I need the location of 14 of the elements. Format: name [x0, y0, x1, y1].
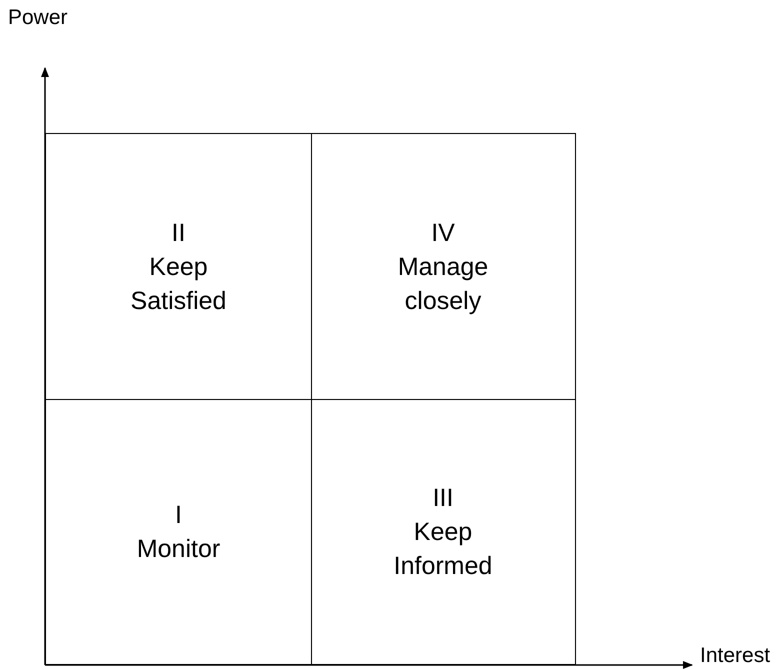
axis-label: Power	[8, 6, 68, 30]
quadrant-box	[311, 133, 576, 400]
quadrant-number: II	[170, 218, 186, 248]
quadrant-box	[45, 399, 312, 665]
quadrant-label: Keep Satisfied	[130, 252, 228, 316]
axis-label: Interest	[700, 644, 770, 668]
quadrant-label: Manage closely	[396, 252, 490, 316]
quadrant-label: Keep Informed	[392, 516, 494, 582]
quadrant-label: Monitor	[136, 534, 222, 564]
quadrant-box	[45, 133, 312, 400]
quadrant-number: IV	[430, 218, 456, 248]
quadrant-number: III	[432, 482, 454, 514]
quadrant-number: I	[174, 500, 183, 530]
quadrant-box	[311, 399, 576, 665]
